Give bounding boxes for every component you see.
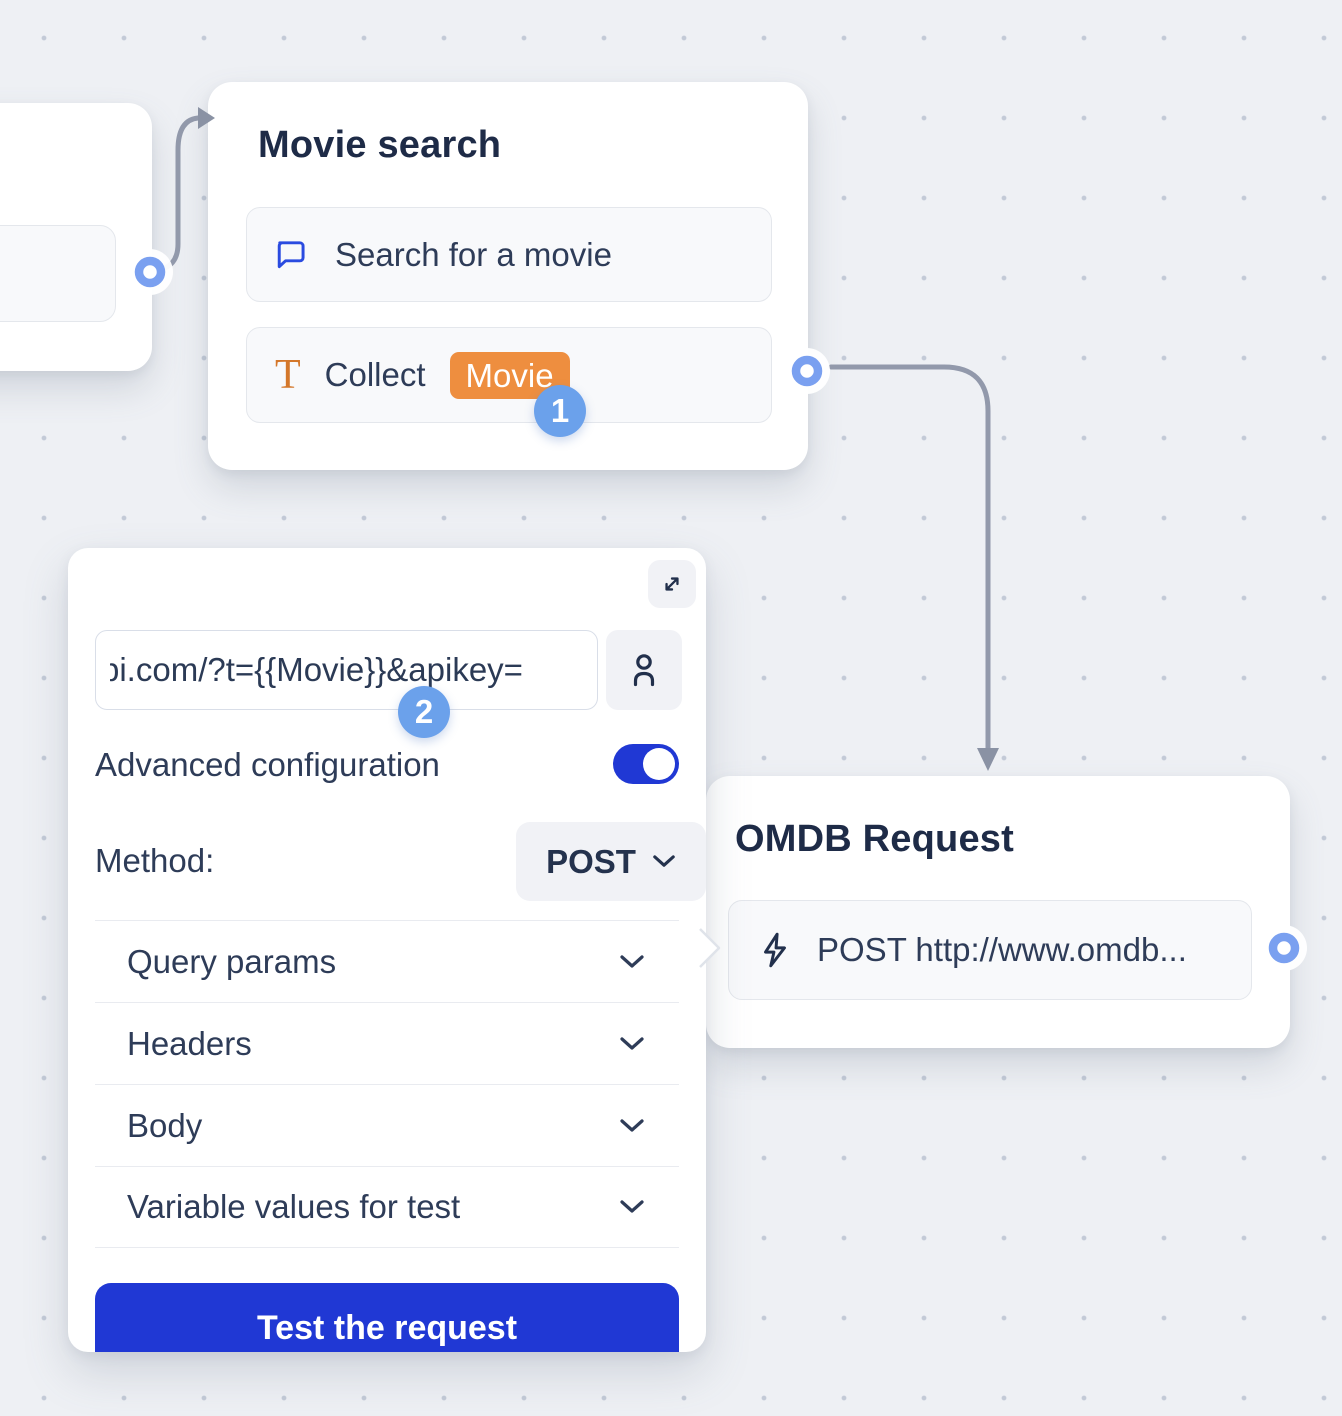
test-request-button[interactable]: Test the request [95, 1283, 679, 1352]
expand-button[interactable] [648, 560, 696, 608]
chat-bubble-icon [275, 237, 311, 273]
section-label: Variable values for test [127, 1188, 461, 1225]
request-url-input[interactable] [95, 630, 598, 710]
output-port[interactable] [1261, 925, 1307, 971]
node-title: Movie search [258, 124, 502, 166]
node-title: OMDB Request [735, 818, 1014, 860]
connector-line-2 [828, 364, 991, 751]
omdb-request-node[interactable]: OMDB Request POST http://www.omdb... [706, 776, 1290, 1048]
advanced-configuration-row: Advanced configuration [95, 744, 679, 788]
method-select[interactable]: POST [516, 822, 706, 901]
method-label: Method: [95, 842, 215, 879]
chevron-down-icon [652, 854, 676, 869]
text-T-icon: T [275, 352, 301, 398]
request-row-label: POST http://www.omdb... [817, 931, 1187, 968]
chevron-down-icon [619, 1118, 645, 1134]
collapsible-sections: Query params Headers Body Variable value… [95, 920, 679, 1248]
section-variable-values[interactable]: Variable values for test [95, 1166, 679, 1248]
output-port[interactable] [127, 249, 173, 295]
expand-diagonal-icon [658, 570, 686, 598]
section-label: Body [127, 1106, 203, 1144]
section-label: Query params [127, 942, 337, 980]
toggle-knob [643, 748, 675, 780]
collect-row-label: Collect [324, 356, 426, 393]
advanced-configuration-toggle[interactable] [613, 744, 679, 784]
step-badge-2: 2 [398, 686, 450, 738]
webhook-request-row[interactable]: POST http://www.omdb... [728, 900, 1252, 1000]
collect-variable-row[interactable]: T Collect Movie [246, 327, 772, 423]
person-button[interactable] [606, 630, 682, 710]
person-icon [625, 650, 663, 690]
chevron-down-icon [619, 1199, 645, 1215]
section-body[interactable]: Body [95, 1084, 679, 1166]
connector-arrowhead-2 [977, 748, 999, 771]
output-port[interactable] [784, 348, 830, 394]
partial-node-card[interactable] [0, 103, 152, 371]
advanced-configuration-label: Advanced configuration [95, 746, 440, 783]
step-badge-1: 1 [534, 385, 586, 437]
method-value: POST [546, 842, 636, 880]
chevron-down-icon [619, 954, 645, 970]
method-row: Method: POST [95, 822, 706, 901]
section-query-params[interactable]: Query params [95, 920, 679, 1002]
section-label: Headers [127, 1024, 252, 1062]
section-headers[interactable]: Headers [95, 1002, 679, 1084]
chevron-down-icon [619, 1036, 645, 1052]
movie-search-node[interactable]: Movie search Search for a movie T Collec… [208, 82, 808, 470]
request-config-panel: 2 Advanced configuration Method: POST Qu… [68, 548, 706, 1352]
message-block-row[interactable]: Search for a movie [246, 207, 772, 302]
message-row-label: Search for a movie [335, 235, 612, 273]
partial-node-row[interactable] [0, 225, 116, 322]
lightning-icon [757, 930, 793, 970]
connector-line-1 [162, 115, 201, 271]
